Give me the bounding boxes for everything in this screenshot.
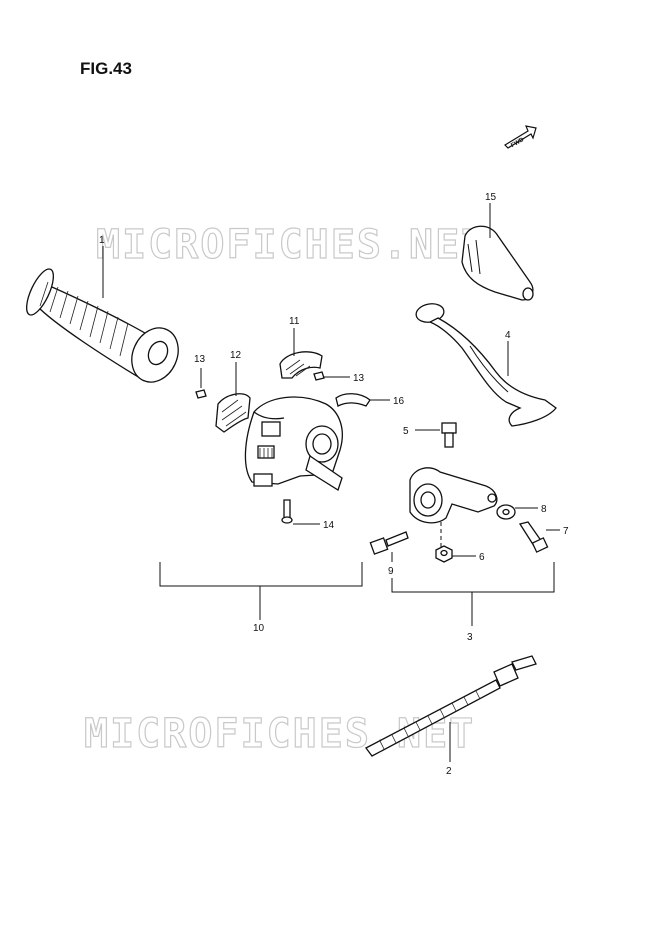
callout-7: 7 [563, 526, 569, 537]
callout-6: 6 [479, 552, 485, 563]
bolt-9-part: 9 [369, 531, 409, 577]
washer-8-part: 8 [496, 504, 547, 520]
lever-cover-part: 15 [461, 192, 534, 301]
callout-8: 8 [541, 504, 547, 515]
callout-2: 2 [446, 766, 452, 777]
cable-tie-part: 2 [365, 655, 537, 777]
bolt-7-part: 7 [518, 521, 569, 553]
callout-11: 11 [289, 316, 300, 327]
bracket-3: 3 [391, 562, 555, 643]
callout-10: 10 [253, 623, 265, 634]
handle-grip-part: 1 [26, 235, 179, 383]
callout-1: 1 [99, 235, 105, 246]
nut-6-part: 6 [435, 545, 485, 563]
callout-13a: 13 [194, 354, 206, 365]
callout-15: 15 [485, 192, 497, 203]
lever-holder-part [409, 467, 498, 548]
callout-16: 16 [393, 396, 405, 407]
watermark-top: MICROFICHES.NET [96, 222, 487, 268]
watermark-bottom: MICROFICHES.NET [84, 711, 475, 757]
switch-knob-top-part: 11 [279, 316, 323, 379]
clutch-lever-part: 4 [415, 303, 557, 427]
screw-14-part: 14 [281, 499, 335, 531]
cover-strip-part: 16 [335, 393, 405, 407]
screw-13-left-part: 13 [194, 354, 207, 399]
bracket-10: 10 [159, 562, 363, 634]
callout-3: 3 [467, 632, 473, 643]
callout-12: 12 [230, 350, 242, 361]
callout-4: 4 [505, 330, 511, 341]
callout-5: 5 [403, 426, 409, 437]
switch-housing-part [244, 396, 343, 491]
switch-knob-left-part: 12 [215, 350, 251, 433]
bolt-5-part: 5 [403, 422, 457, 448]
figure-title: FIG.43 [80, 59, 132, 78]
callout-13b: 13 [353, 373, 365, 384]
callout-14: 14 [323, 520, 335, 531]
screw-13-right-part: 13 [313, 371, 365, 384]
callout-9: 9 [388, 566, 394, 577]
fwd-arrow-icon: FWD [504, 125, 537, 149]
